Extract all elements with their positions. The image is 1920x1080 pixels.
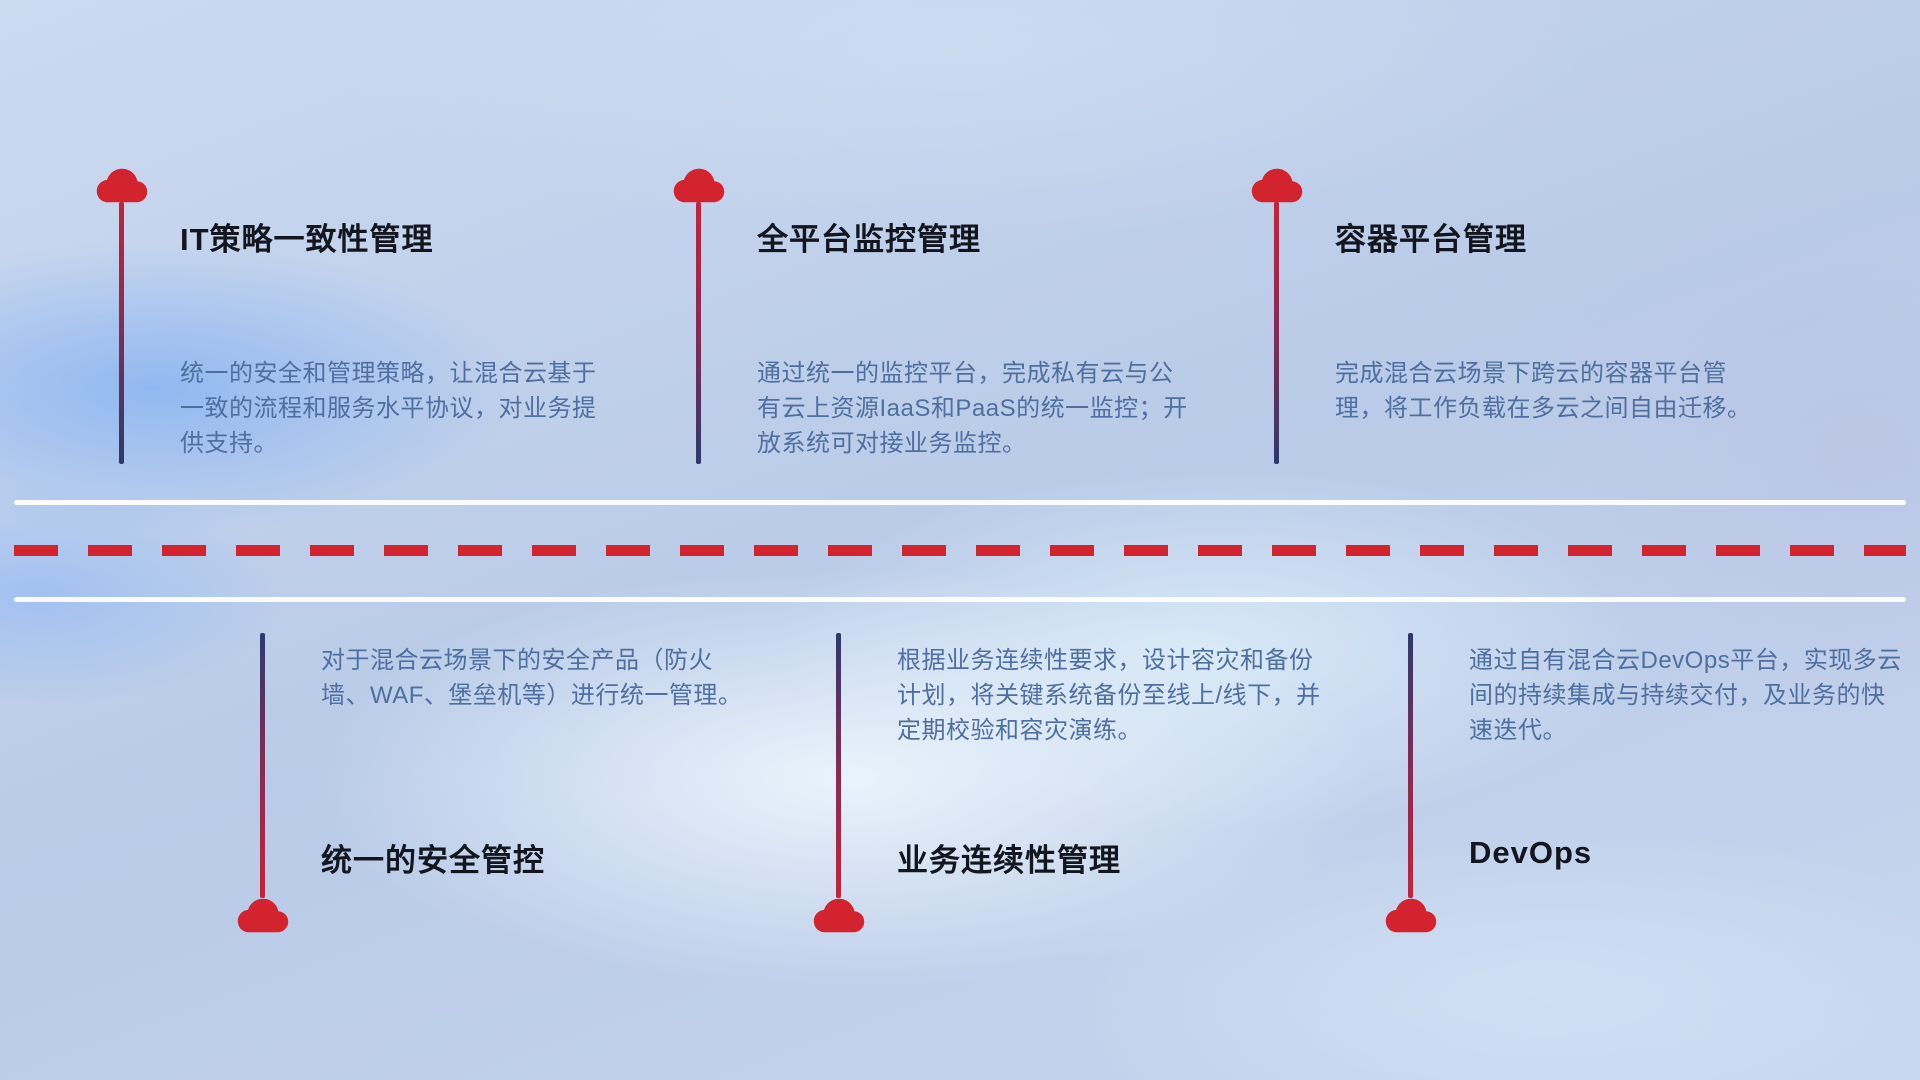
feature-description: 通过自有混合云DevOps平台，实现多云间的持续集成与持续交付，及业务的快速迭代… — [1469, 647, 1902, 744]
cloud-icon — [1385, 898, 1437, 933]
connector-line — [1408, 633, 1413, 898]
connector-line — [260, 633, 265, 898]
feature-title: 全平台监控管理 — [757, 222, 981, 257]
connector-line — [696, 202, 701, 464]
road-bottom-line — [14, 597, 1906, 602]
feature-description: 根据业务连续性要求，设计容灾和备份计划，将关键系统备份至线上/线下，并定期校验和… — [897, 647, 1321, 744]
connector-line — [1274, 202, 1279, 464]
cloud-icon — [813, 898, 865, 933]
cloud-icon — [96, 168, 148, 203]
feature-title: IT策略一致性管理 — [180, 222, 434, 257]
feature-devops: 通过自有混合云DevOps平台，实现多云间的持续集成与持续交付，及业务的快速迭代… — [1383, 633, 1920, 963]
road-dashed-line — [14, 545, 1906, 556]
connector-line — [119, 202, 124, 464]
cloud-icon — [673, 168, 725, 203]
road-top-line — [14, 500, 1906, 505]
cloud-icon — [1251, 168, 1303, 203]
feature-title: 容器平台管理 — [1335, 222, 1527, 257]
feature-security-control: 对于混合云场景下的安全产品（防火墙、WAF、堡垒机等）进行统一管理。 统一的安全… — [235, 633, 795, 963]
feature-container-platform: 容器平台管理 完成混合云场景下跨云的容器平台管理，将工作负载在多云之间自由迁移。 — [1249, 166, 1809, 486]
feature-it-policy-management: IT策略一致性管理 统一的安全和管理策略，让混合云基于一致的流程和服务水平协议，… — [94, 166, 654, 486]
feature-title: DevOps — [1469, 835, 1593, 870]
feature-description: 统一的安全和管理策略，让混合云基于一致的流程和服务水平协议，对业务提供支持。 — [180, 360, 597, 457]
feature-business-continuity: 根据业务连续性要求，设计容灾和备份计划，将关键系统备份至线上/线下，并定期校验和… — [811, 633, 1371, 963]
feature-platform-monitoring: 全平台监控管理 通过统一的监控平台，完成私有云与公有云上资源IaaS和PaaS的… — [671, 166, 1231, 486]
cloud-icon — [237, 898, 289, 933]
feature-title: 统一的安全管控 — [321, 843, 545, 878]
feature-description: 对于混合云场景下的安全产品（防火墙、WAF、堡垒机等）进行统一管理。 — [321, 647, 743, 709]
feature-title: 业务连续性管理 — [897, 843, 1121, 878]
connector-line — [836, 633, 841, 898]
feature-description: 完成混合云场景下跨云的容器平台管理，将工作负载在多云之间自由迁移。 — [1335, 360, 1752, 422]
feature-description: 通过统一的监控平台，完成私有云与公有云上资源IaaS和PaaS的统一监控；开放系… — [757, 360, 1188, 457]
